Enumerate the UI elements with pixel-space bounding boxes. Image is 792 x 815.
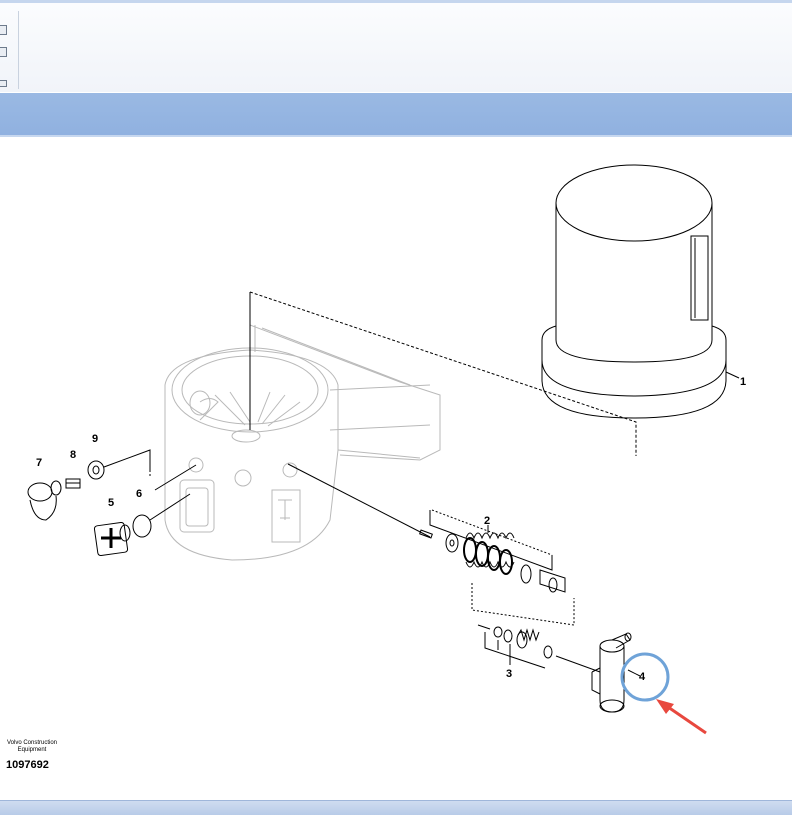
small-page-icon[interactable]	[0, 80, 7, 87]
callout-9: 9	[92, 433, 98, 445]
callout-3: 3	[506, 668, 512, 680]
credit-line-2: Equipment	[17, 747, 47, 753]
check-valve-parts-3	[477, 624, 553, 669]
manufacturer-credit: Volvo Construction Equipment	[0, 740, 64, 754]
callout-6: 6	[136, 488, 142, 500]
highlight-circle	[620, 652, 670, 702]
callout-8: 8	[70, 449, 76, 461]
page-icon[interactable]	[0, 47, 7, 57]
parts-drawing: 1 2 3 4 5 6 7 8 9	[0, 137, 792, 800]
fitting-5	[93, 521, 131, 557]
credit-line-1: Volvo Construction	[6, 740, 58, 746]
toolbar-separator	[18, 11, 19, 89]
callout-7: 7	[36, 457, 42, 469]
callout-5: 5	[108, 497, 114, 509]
washer-9	[87, 460, 105, 480]
callout-4: 4	[639, 671, 646, 683]
valve-assembly-2	[419, 529, 566, 593]
callout-2: 2	[484, 515, 490, 527]
document-number: 1097692	[6, 759, 49, 771]
pump-body	[164, 324, 441, 561]
document-icon[interactable]	[0, 25, 7, 35]
fitting-8	[65, 478, 81, 489]
tee-fitting-4	[591, 632, 632, 713]
o-ring-6	[132, 514, 152, 538]
header-band	[0, 93, 792, 137]
footer-bar	[0, 800, 792, 815]
red-arrow-icon	[656, 699, 707, 735]
callout-1: 1	[740, 376, 746, 388]
reservoir-part	[541, 164, 727, 419]
toolbar	[0, 0, 792, 92]
plug-7	[27, 480, 62, 521]
